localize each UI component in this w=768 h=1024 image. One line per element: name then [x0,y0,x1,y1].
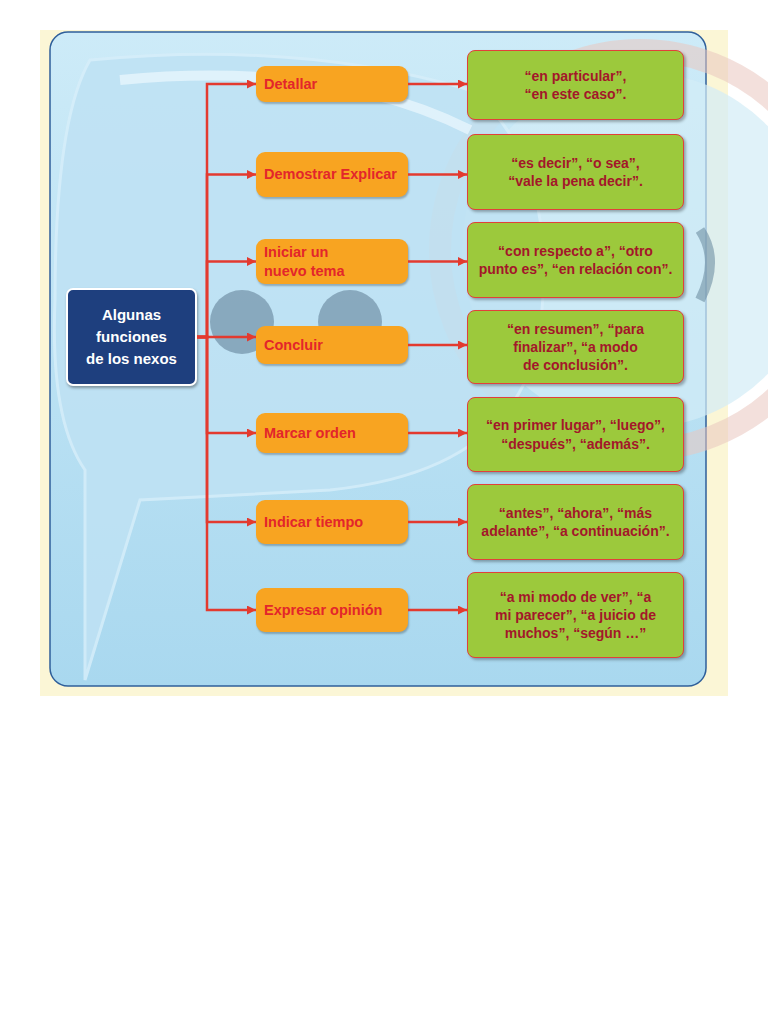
arrow-connector [408,260,467,263]
edge-decoration [700,230,710,300]
topic-box: Algunas funciones de los nexos [66,288,197,386]
box-text: Detallar [264,75,400,94]
box-text: “en resumen”, “para finalizar”, “a modo … [476,320,675,375]
box-text: “con respecto a”, “otro punto es”, “en r… [476,242,675,278]
example-box: “en particular”, “en este caso”. [467,50,684,120]
box-text: Algunas funciones de los nexos [78,304,185,369]
example-box: “en primer lugar”, “luego”, “después”, “… [467,397,684,472]
example-box: “a mi modo de ver”, “a mi parecer”, “a j… [467,572,684,658]
box-text: “a mi modo de ver”, “a mi parecer”, “a j… [476,588,675,643]
arrow-connector [408,609,467,612]
example-box: “antes”, “ahora”, “más adelante”, “a con… [467,484,684,560]
arrow-connector [197,337,256,522]
arrow-connector [408,432,467,435]
arrow-connector [197,337,256,610]
box-text: Marcar orden [264,424,400,443]
arrow-connector [197,262,256,338]
example-box: “con respecto a”, “otro punto es”, “en r… [467,222,684,298]
box-text: “en primer lugar”, “luego”, “después”, “… [476,416,675,452]
arrow-connector [408,521,467,524]
box-text: “es decir”, “o sea”, “vale la pena decir… [476,154,675,190]
arrow-connector [197,337,256,433]
function-box: Expresar opinión [256,588,408,632]
box-text: Indicar tiempo [264,513,400,532]
function-box: Indicar tiempo [256,500,408,544]
ring-fill [462,72,768,428]
arrow-connector [408,173,467,176]
box-text: Demostrar Explicar [264,165,400,184]
function-box: Demostrar Explicar [256,152,408,197]
box-text: Iniciar un nuevo tema [264,243,400,281]
bubble-highlight [120,76,470,130]
arrow-connector [197,336,256,339]
arrow-connector [408,344,467,347]
arrow-connector [408,83,467,86]
arrow-connector [197,84,256,337]
function-box: Concluir [256,326,408,364]
function-box: Detallar [256,66,408,102]
box-text: “antes”, “ahora”, “más adelante”, “a con… [476,504,675,540]
example-box: “es decir”, “o sea”, “vale la pena decir… [467,134,684,210]
arrow-connector [197,175,256,338]
box-text: Expresar opinión [264,601,400,620]
box-text: Concluir [264,336,400,355]
box-text: “en particular”, “en este caso”. [476,67,675,103]
function-box: Iniciar un nuevo tema [256,239,408,284]
function-box: Marcar orden [256,413,408,453]
example-box: “en resumen”, “para finalizar”, “a modo … [467,310,684,384]
